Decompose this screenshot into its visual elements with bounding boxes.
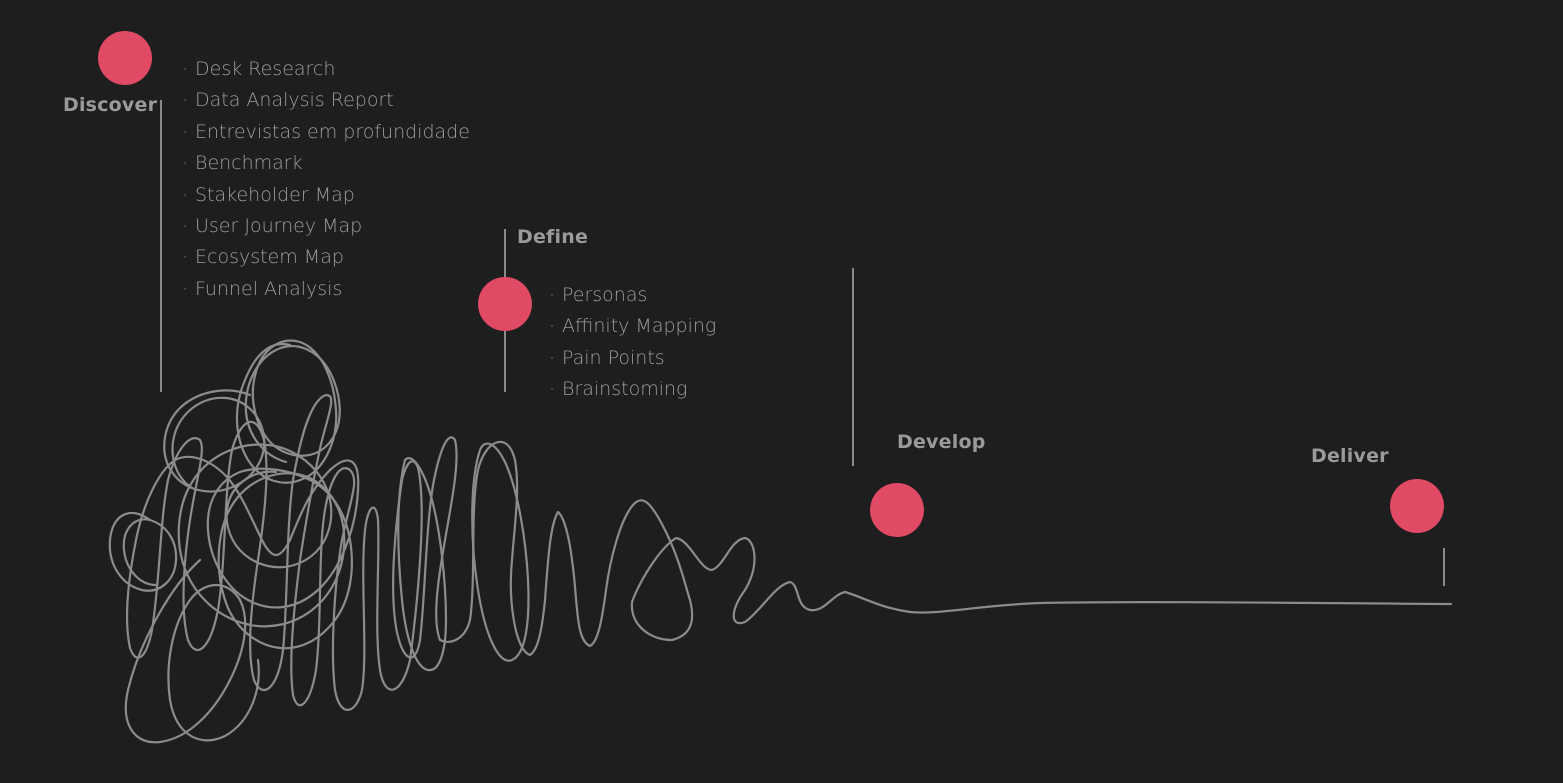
develop-divider-line	[852, 268, 854, 466]
list-item: ·Data Analysis Report	[182, 85, 470, 116]
bullet-icon: ·	[182, 214, 189, 237]
bullet-icon: ·	[182, 89, 189, 112]
define-dot	[478, 277, 532, 331]
discover-dot	[98, 31, 152, 85]
list-item: ·User Journey Map	[182, 211, 470, 242]
list-item: ·Ecosystem Map	[182, 242, 470, 273]
deliver-title: Deliver	[1311, 445, 1389, 467]
bullet-icon: ·	[182, 277, 189, 300]
list-item: ·Entrevistas em profundidade	[182, 117, 470, 148]
bullet-icon: ·	[182, 183, 189, 206]
define-item-list: ·Personas ·Affinity Mapping ·Pain Points…	[549, 280, 716, 406]
bullet-icon: ·	[549, 315, 556, 338]
bullet-icon: ·	[549, 346, 556, 369]
list-item: ·Pain Points	[549, 343, 716, 374]
list-item: ·Brainstoming	[549, 374, 716, 405]
list-item: ·Desk Research	[182, 54, 470, 85]
develop-dot	[870, 483, 924, 537]
list-item: ·Affinity Mapping	[549, 311, 716, 342]
list-item: ·Stakeholder Map	[182, 180, 470, 211]
bullet-icon: ·	[549, 284, 556, 306]
discover-divider-line	[160, 100, 162, 392]
deliver-divider-line	[1443, 548, 1445, 586]
discover-item-list: ·Desk Research ·Data Analysis Report ·En…	[182, 54, 470, 305]
bullet-icon: ·	[182, 152, 189, 175]
list-item: ·Benchmark	[182, 148, 470, 179]
bullet-icon: ·	[182, 58, 189, 80]
discover-title: Discover	[63, 94, 158, 116]
bullet-icon: ·	[549, 378, 556, 401]
list-item: ·Personas	[549, 280, 716, 311]
list-item: ·Funnel Analysis	[182, 274, 470, 305]
develop-title: Develop	[897, 431, 986, 453]
bullet-icon: ·	[182, 120, 189, 143]
deliver-dot	[1390, 479, 1444, 533]
define-title: Define	[517, 226, 589, 248]
bullet-icon: ·	[182, 246, 189, 269]
